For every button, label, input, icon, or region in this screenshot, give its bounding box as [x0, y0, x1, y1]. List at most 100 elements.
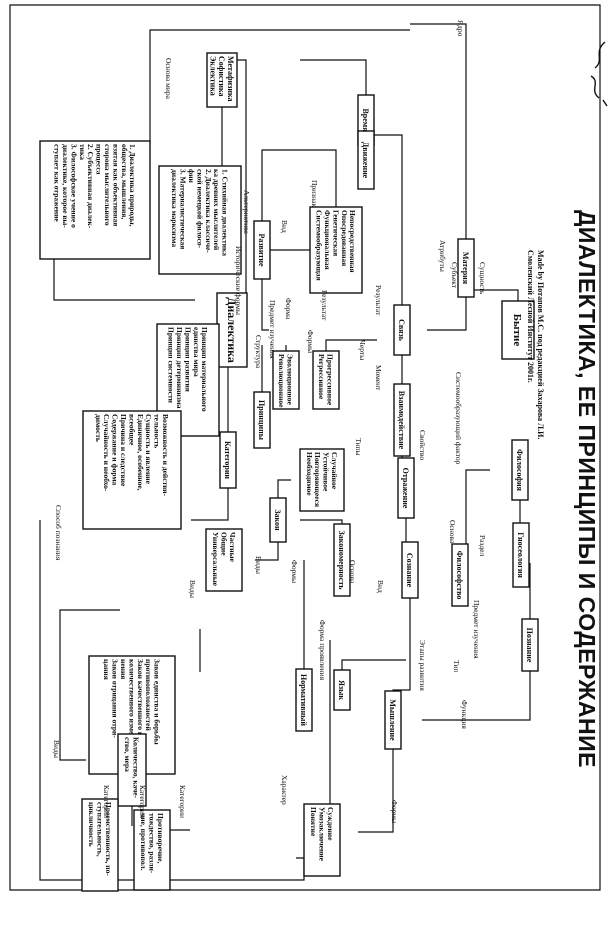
- concept-boxes: БытиеМатерияДиалектикаВремяДвижениеМетаф…: [39, 52, 539, 892]
- box-text-line: количественного изме-: [127, 659, 136, 737]
- box-text-line: Случайное: [330, 452, 339, 490]
- concept-box-dvizhenie: Движение: [357, 130, 375, 190]
- box-frame: [158, 165, 242, 275]
- box-text-line: Частные: [228, 532, 237, 562]
- box-text-line: единства мира: [192, 327, 201, 377]
- box-frame: [511, 439, 529, 501]
- edge-label: Категории: [138, 785, 147, 818]
- box-frame: [384, 690, 402, 750]
- box-text-line: Сущность и явление: [144, 414, 153, 485]
- box-frame: [272, 350, 300, 410]
- edge-label: Альтернатива: [242, 190, 251, 235]
- connector-line: [341, 659, 406, 682]
- box-text-line: 1. Стихийная диалектика: [221, 169, 230, 256]
- edge-label: Результат: [374, 285, 383, 316]
- concept-box-vzaimodeistvie: Взаимодействие: [393, 383, 411, 457]
- box-text-line: тождество, разли-: [147, 813, 156, 874]
- box-text-line: Единичное, особенное,: [136, 414, 145, 491]
- box-text-line: Принцип детерминизма: [175, 327, 184, 409]
- box-text-line: Софистика: [217, 56, 226, 97]
- connector-line: [358, 728, 394, 833]
- box-text-line: Повторяющееся: [313, 452, 322, 507]
- box-frame: [451, 543, 469, 607]
- edge-label: Атрибуты: [438, 240, 447, 272]
- box-text-line: Связь: [397, 319, 406, 342]
- box-text-line: Развитие: [257, 233, 266, 267]
- box-text-line: Движение: [361, 142, 370, 179]
- box-frame: [82, 410, 182, 530]
- box-frame: [397, 457, 415, 519]
- box-frame: [457, 238, 475, 298]
- concept-box-soznanie: Сознание: [401, 541, 419, 599]
- concept-box-bytie: Бытие: [501, 300, 535, 360]
- concept-box-normativny: Нормативный: [295, 668, 313, 732]
- edge-label: Основа: [348, 560, 357, 584]
- box-text-line: 2. Диалектика классиче-: [204, 169, 213, 253]
- concept-box-preemstv: Преемственность, по-ступательность,цикли…: [81, 798, 119, 892]
- edge-label: Форма: [284, 298, 293, 320]
- box-frame: [501, 300, 535, 360]
- box-text-line: Закон качественного и: [136, 659, 145, 737]
- edge-label: Формы: [290, 560, 299, 583]
- box-text-line: общества, мышления,: [120, 144, 129, 219]
- edge-label: Категории: [178, 785, 187, 818]
- box-frame: [269, 497, 287, 543]
- box-text-line: Отражение: [401, 468, 410, 509]
- edge-label: Системообразующий фактор: [454, 372, 463, 465]
- box-frame: [133, 809, 171, 891]
- concept-box-sluchainoe: СлучайноеУстойчивоеПовторяющеесяНеобходи…: [299, 448, 345, 512]
- concept-box-yazyk: Язык: [333, 669, 351, 711]
- box-text-line: Принцип материального: [200, 327, 209, 412]
- box-text-line: Прогрессивное: [326, 354, 335, 406]
- concept-box-otrazhenie: Отражение: [397, 457, 415, 519]
- box-text-line: Принцип системности: [167, 327, 176, 404]
- edge-label: Этапы развития: [418, 640, 427, 691]
- box-text-line: Суждение: [326, 807, 335, 841]
- box-text-line: Универсальные: [211, 532, 220, 587]
- connector-line: [53, 255, 195, 301]
- box-text-line: Мышление: [388, 699, 397, 741]
- box-text-line: Категории: [223, 441, 232, 479]
- box-frame: [299, 448, 345, 512]
- scribble-mark: [590, 41, 608, 107]
- box-text-line: Закон отрицания отри-: [111, 659, 120, 738]
- box-frame: [512, 522, 530, 588]
- edge-label: Категории: [102, 785, 111, 818]
- box-text-line: Регрессивное: [317, 354, 326, 400]
- concept-box-materiya: Материя: [457, 238, 475, 298]
- box-text-line: Эволюционное: [286, 354, 295, 405]
- box-text-line: ка древних мыслителей: [212, 169, 221, 251]
- box-frame: [312, 350, 340, 410]
- box-text-line: Противоречие,: [156, 813, 165, 864]
- edge-label: Момент: [374, 365, 383, 391]
- box-text-line: Познание: [525, 628, 534, 663]
- box-text-line: 3. Материалистическая: [179, 169, 188, 249]
- box-text-line: Опосредованная: [340, 210, 349, 266]
- edge-label: Характер: [280, 775, 289, 805]
- box-text-line: Закономерность: [337, 531, 346, 591]
- box-text-line: Метафизика: [226, 56, 235, 101]
- edge-label: Структура: [254, 335, 263, 369]
- edge-label: Исторические формы: [234, 246, 243, 315]
- box-text-line: Философство: [455, 551, 464, 600]
- box-frame: [333, 669, 351, 711]
- concept-box-kategorii: Категории: [219, 431, 237, 489]
- box-frame: [205, 528, 243, 592]
- box-frame: [401, 541, 419, 599]
- concept-box-protivor: Противоречие,тождество, разли-чие, проти…: [133, 809, 171, 891]
- box-text-line: Преемственность, по-: [104, 802, 113, 876]
- edge-label: Субъект: [450, 262, 459, 289]
- edge-label: Виды: [188, 580, 197, 598]
- box-text-line: диалектика марксизма: [170, 169, 179, 247]
- connector-line: [9, 4, 601, 891]
- box-text-line: Причина и следствие: [119, 414, 128, 487]
- box-text-line: Принципы: [257, 400, 266, 441]
- connector-line: [261, 149, 337, 242]
- edge-label: Вид: [280, 220, 289, 233]
- edge-label: Тип: [452, 660, 461, 672]
